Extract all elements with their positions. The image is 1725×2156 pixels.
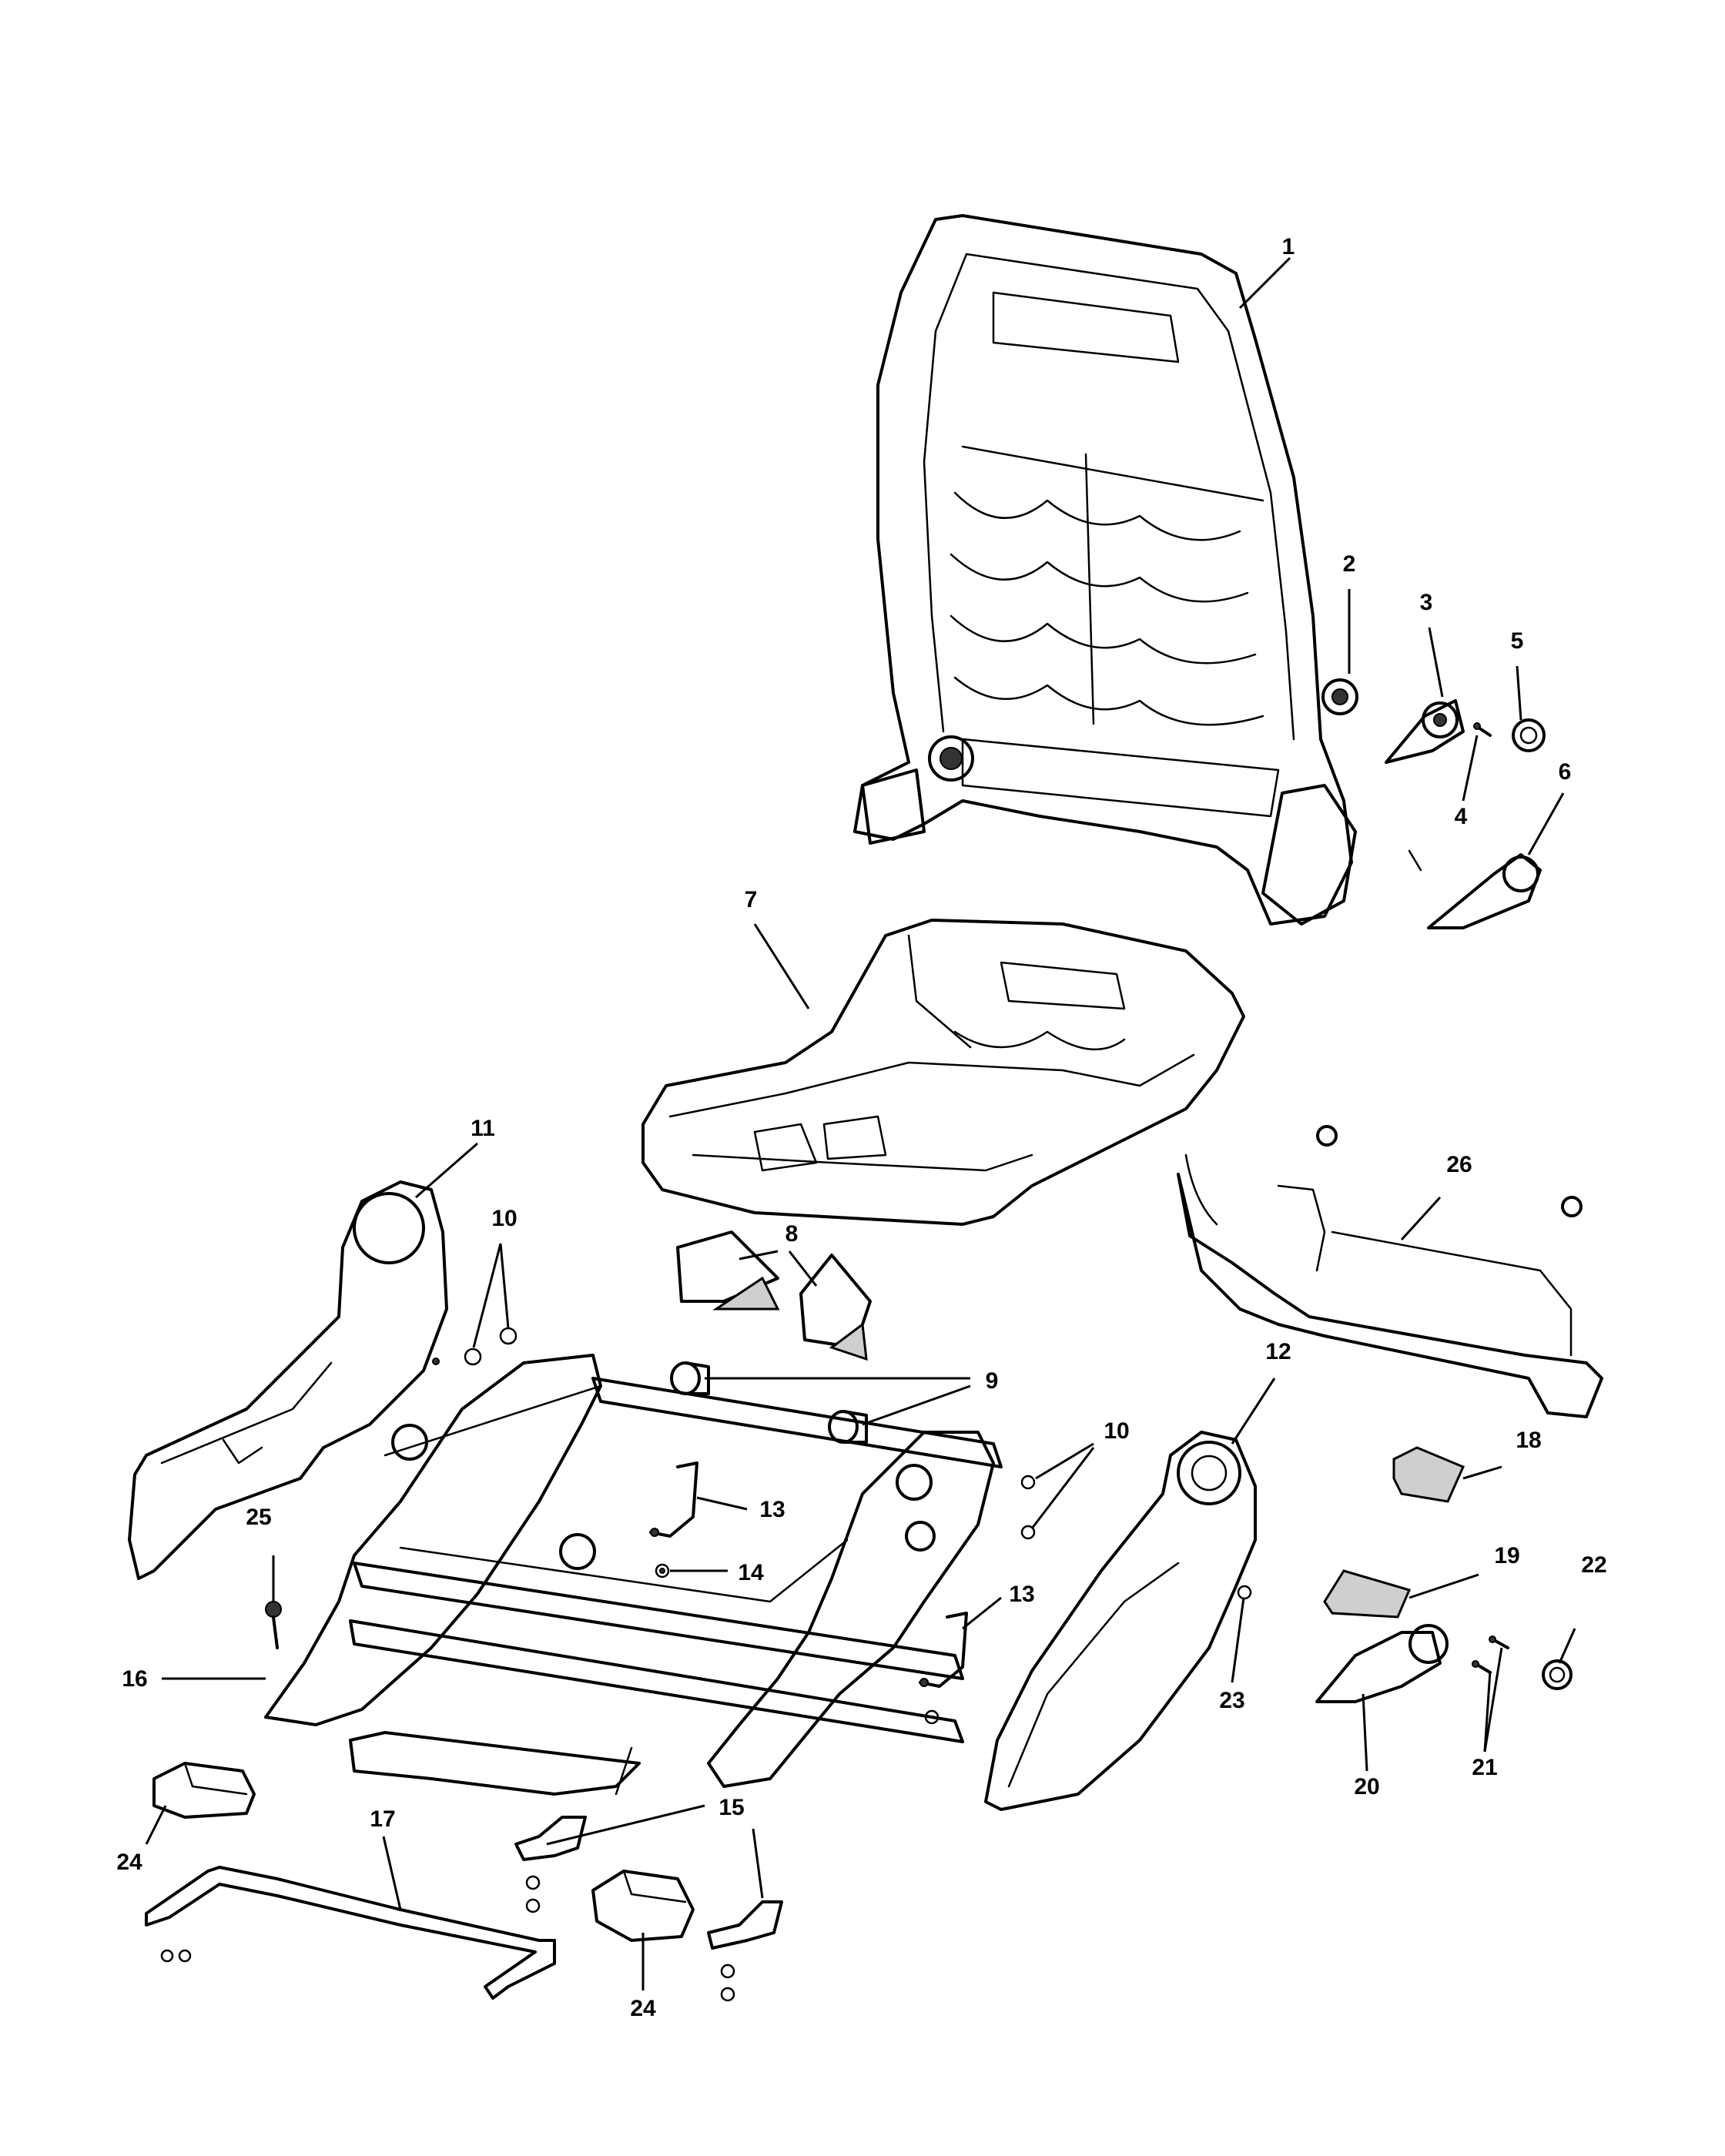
part-7-seat-pan (641, 919, 1245, 1226)
leader-lines (145, 256, 1576, 1990)
callout-17: 17 (370, 1806, 395, 1832)
callout-13-upper: 13 (759, 1497, 785, 1522)
callout-18: 18 (1516, 1428, 1541, 1453)
part-13-strap-left (649, 1461, 698, 1538)
part-4-screw (1473, 722, 1492, 737)
part-1-seatback-frame (853, 214, 1357, 926)
part-18-cover (1392, 1446, 1465, 1503)
callout-22: 22 (1581, 1552, 1606, 1578)
callout-25: 25 (246, 1505, 271, 1530)
callout-21: 21 (1472, 1755, 1497, 1780)
callout-6: 6 (1559, 759, 1572, 785)
callout-5: 5 (1511, 628, 1524, 654)
callout-10-right: 10 (1104, 1418, 1129, 1444)
part-3-recliner-handle (1385, 699, 1465, 764)
part-21-screws (1472, 1635, 1509, 1674)
part-19-cover (1323, 1569, 1412, 1619)
callout-10-left: 10 (491, 1206, 517, 1231)
part-5-cap (1512, 718, 1546, 752)
part-11-side-shield (128, 1180, 448, 1580)
part-10-clips-right (1020, 1475, 1036, 1540)
callout-13-lower: 13 (1009, 1582, 1034, 1607)
callout-14: 14 (738, 1560, 764, 1585)
part-17-lower-bracket (145, 1866, 556, 2000)
callout-9: 9 (986, 1368, 999, 1394)
part-2-bushing (1321, 678, 1358, 715)
part-15-brackets (514, 1816, 783, 2002)
part-14-nut (655, 1563, 670, 1578)
callout-labels: 1 2 3 4 5 6 7 8 9 10 10 11 12 13 13 14 1… (116, 234, 1606, 2021)
callout-1: 1 (1282, 234, 1295, 259)
part-23-clip (1237, 1585, 1252, 1600)
callout-23: 23 (1219, 1688, 1244, 1713)
callout-4: 4 (1455, 804, 1468, 829)
part-8-brackets (676, 1230, 872, 1361)
callout-16: 16 (122, 1666, 147, 1692)
part-25-bolt (265, 1601, 282, 1649)
callout-7: 7 (745, 887, 758, 912)
callout-3: 3 (1420, 590, 1433, 615)
callout-20: 20 (1354, 1774, 1379, 1799)
part-24-track-cover-right (591, 1870, 695, 1942)
part-12-side-shield-right (984, 1431, 1257, 1811)
callout-24-right: 24 (630, 1996, 656, 2021)
callout-2: 2 (1343, 551, 1356, 577)
callout-12: 12 (1265, 1339, 1291, 1364)
part-16-seat-adjuster (264, 1354, 1003, 1796)
callout-19: 19 (1494, 1543, 1519, 1568)
part-24-track-cover-left (152, 1762, 256, 1819)
part-13-strap-right (919, 1612, 968, 1725)
callout-15: 15 (718, 1795, 744, 1820)
callout-26: 26 (1446, 1152, 1472, 1177)
part-22-cap (1542, 1659, 1573, 1690)
callout-24-left: 24 (116, 1850, 142, 1875)
callout-11: 11 (471, 1116, 495, 1141)
part-6-handle-cover (1408, 849, 1542, 929)
callout-8: 8 (785, 1221, 799, 1247)
part-26-shield (1177, 1125, 1603, 1418)
part-20-handle (1315, 1624, 1449, 1703)
